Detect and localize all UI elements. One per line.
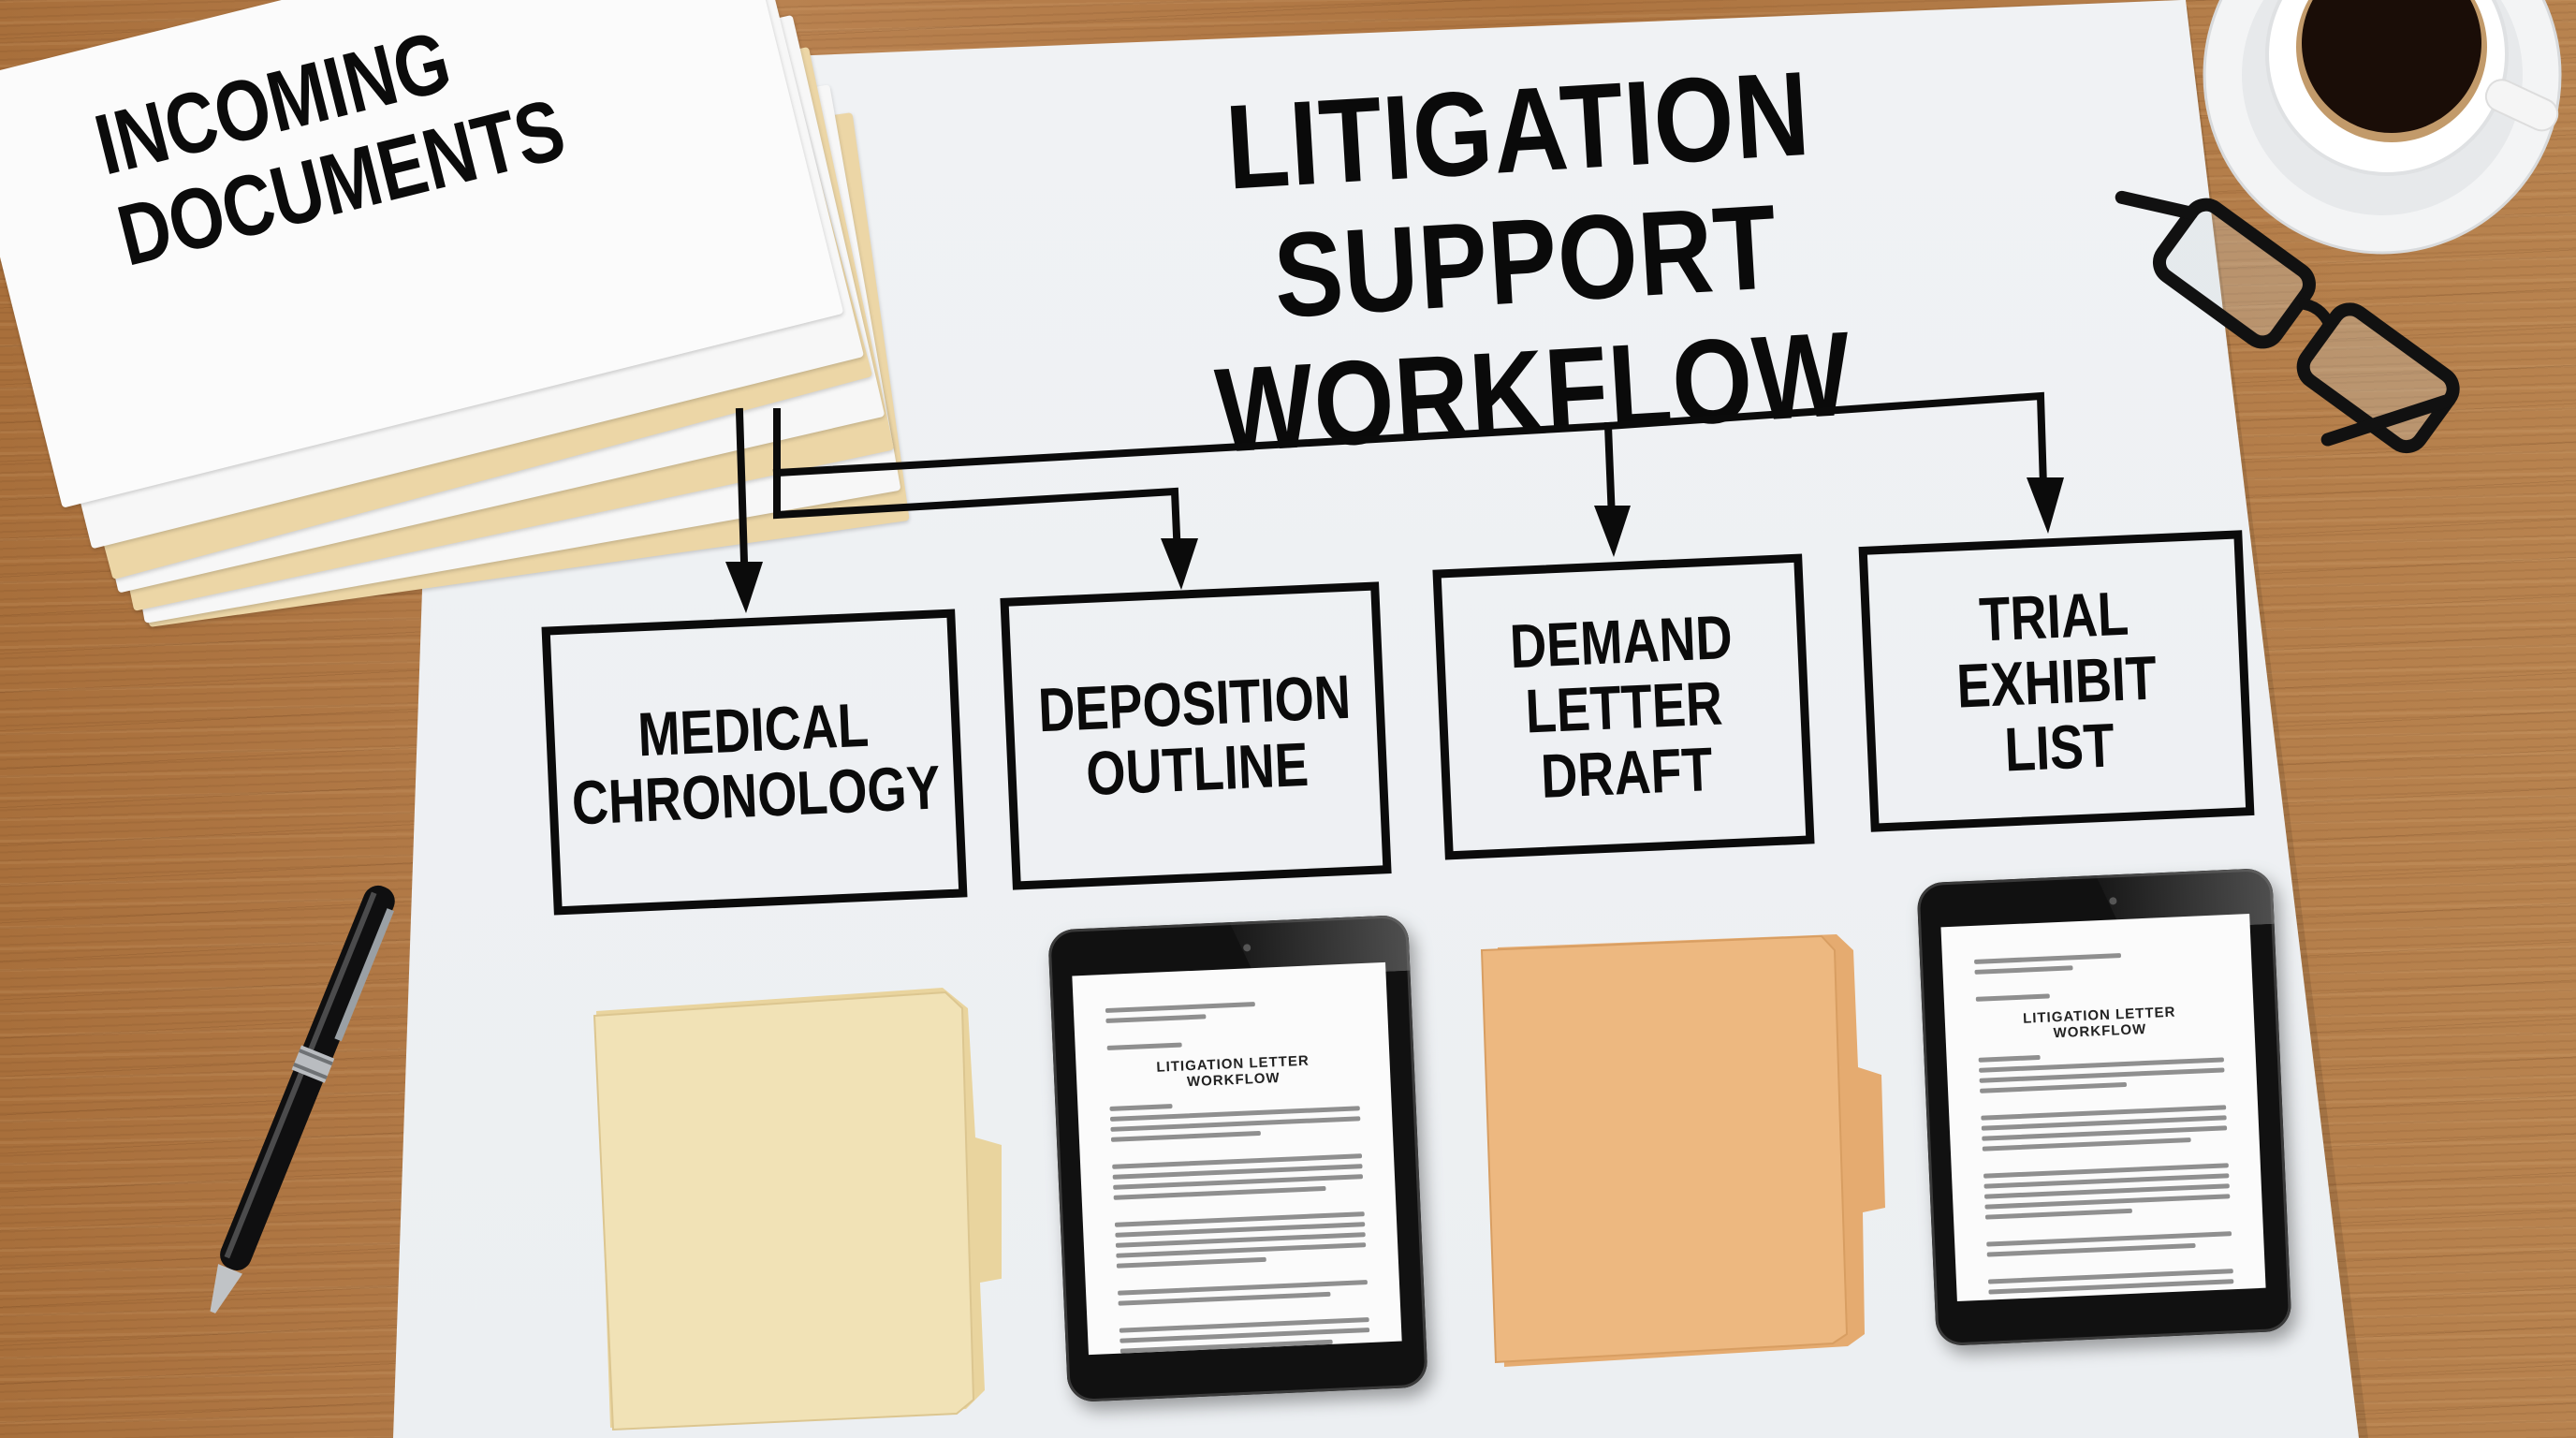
document-title: LITIGATION LETTER WORKFLOW (1156, 1052, 1310, 1091)
arrow-to-demand (1594, 506, 1631, 557)
orange-folder-icon (1480, 934, 1885, 1367)
arrowheads (725, 477, 2064, 613)
step-demand-letter-draft: DEMAND LETTER DRAFT (1432, 553, 1815, 860)
tablet-screen: LITIGATION LETTER WORKFLOW (1072, 961, 1402, 1356)
document-title: LITIGATION LETTER WORKFLOW (2022, 1004, 2176, 1042)
tablet-screen: LITIGATION LETTER WORKFLOW (1940, 914, 2266, 1302)
step-label: TRIAL EXHIBIT LIST (1954, 578, 2159, 784)
step-medical-chronology: MEDICAL CHRONOLOGY (541, 609, 968, 916)
tablet-trial-exhibit: LITIGATION LETTER WORKFLOW (1916, 867, 2292, 1347)
step-label: DEMAND LETTER DRAFT (1508, 601, 1734, 811)
manila-folder-icon (593, 988, 1002, 1431)
eyeglasses-icon (2115, 190, 2460, 454)
camera-icon (1242, 944, 1251, 952)
step-deposition-outline: DEPOSITION OUTLINE (1000, 581, 1392, 890)
step-label: MEDICAL CHRONOLOGY (570, 689, 942, 838)
ballpoint-pen-icon (210, 885, 395, 1313)
coffee-cup-icon (2203, 0, 2562, 255)
step-trial-exhibit-list: TRIAL EXHIBIT LIST (1858, 530, 2255, 832)
step-label: DEPOSITION OUTLINE (1036, 661, 1353, 809)
arrow-to-trial (2027, 477, 2064, 534)
arrow-to-deposition (1161, 538, 1198, 590)
arrow-to-medical (725, 562, 763, 613)
tablet-deposition: LITIGATION LETTER WORKFLOW (1047, 914, 1428, 1403)
